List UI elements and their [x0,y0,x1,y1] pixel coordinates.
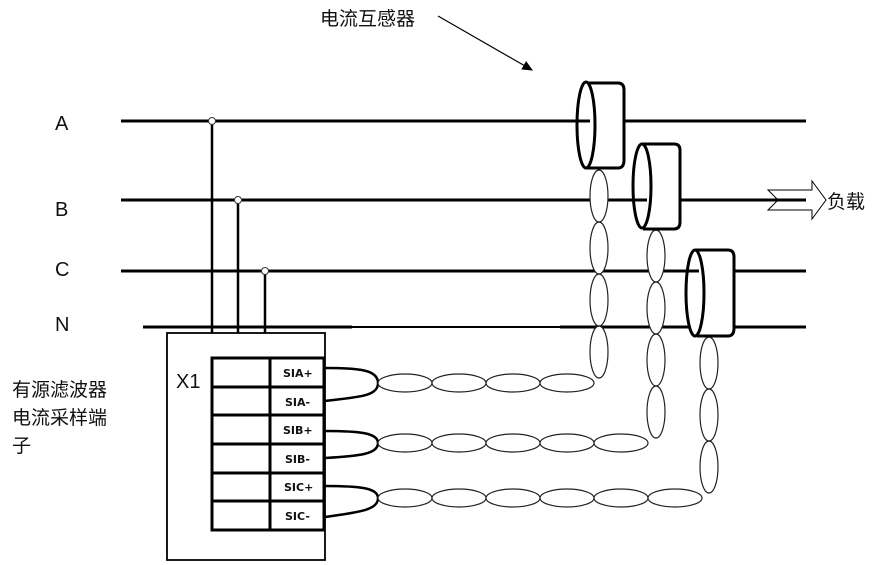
phase-label-b: B [55,199,68,221]
cable-oval [646,333,666,387]
load-label: 负载 [827,191,865,213]
terminal-sic-minus: SIC- [285,510,310,523]
twisted-cable-a [377,169,609,393]
lead-loop-c [324,484,380,519]
cable-oval [589,325,609,379]
cable-oval [646,281,666,335]
terminal-sia-minus: SIA- [285,396,310,409]
cable-oval [646,385,666,439]
cable-oval [539,433,595,453]
terminal-sib-plus: SIB+ [283,424,313,437]
cable-oval [699,440,719,494]
cable-oval [377,488,433,508]
cable-oval [431,433,487,453]
ct-callout-arrow [437,15,534,71]
terminal-block-grid [210,356,326,532]
twisted-cable-b [377,229,666,453]
cable-oval [431,373,487,393]
cable-oval [485,433,541,453]
lead-loop-a [324,366,380,403]
cable-oval [431,488,487,508]
terminal-sia-plus: SIA+ [283,367,313,380]
cable-oval [485,373,541,393]
cable-oval [539,488,595,508]
cable-oval [377,433,433,453]
terminal-sib-minus: SIB- [285,453,310,466]
cable-oval [589,273,609,327]
terminal-block-name: X1 [176,371,200,393]
cable-oval [647,488,703,508]
cable-oval [485,488,541,508]
voltage-tap-c [261,267,269,333]
cable-oval [377,373,433,393]
cable-oval [593,433,649,453]
load-arrow-icon [766,179,827,221]
current-transformer-a [575,80,626,170]
phase-label-n: N [55,314,69,336]
ct-title-label: 电流互感器 [320,8,415,30]
phase-label-a: A [55,113,69,135]
cable-oval [589,221,609,275]
cable-oval [589,169,609,223]
device-label-line-1: 有源滤波器 [12,379,107,401]
twisted-cable-c [377,336,719,508]
current-transformer-c [684,248,736,338]
lead-loop-b [324,429,380,460]
terminal-sic-plus: SIC+ [284,481,313,494]
cable-oval [646,229,666,283]
cable-oval [593,488,649,508]
device-label-line-3: 子 [12,435,31,457]
device-label-line-2: 电流采样端 [12,407,107,429]
current-transformer-b [631,142,682,231]
voltage-tap-b [234,196,242,333]
voltage-tap-a [208,117,216,333]
phase-label-c: C [55,259,69,281]
cable-oval [699,388,719,442]
cable-oval [539,373,595,393]
cable-oval [699,336,719,390]
